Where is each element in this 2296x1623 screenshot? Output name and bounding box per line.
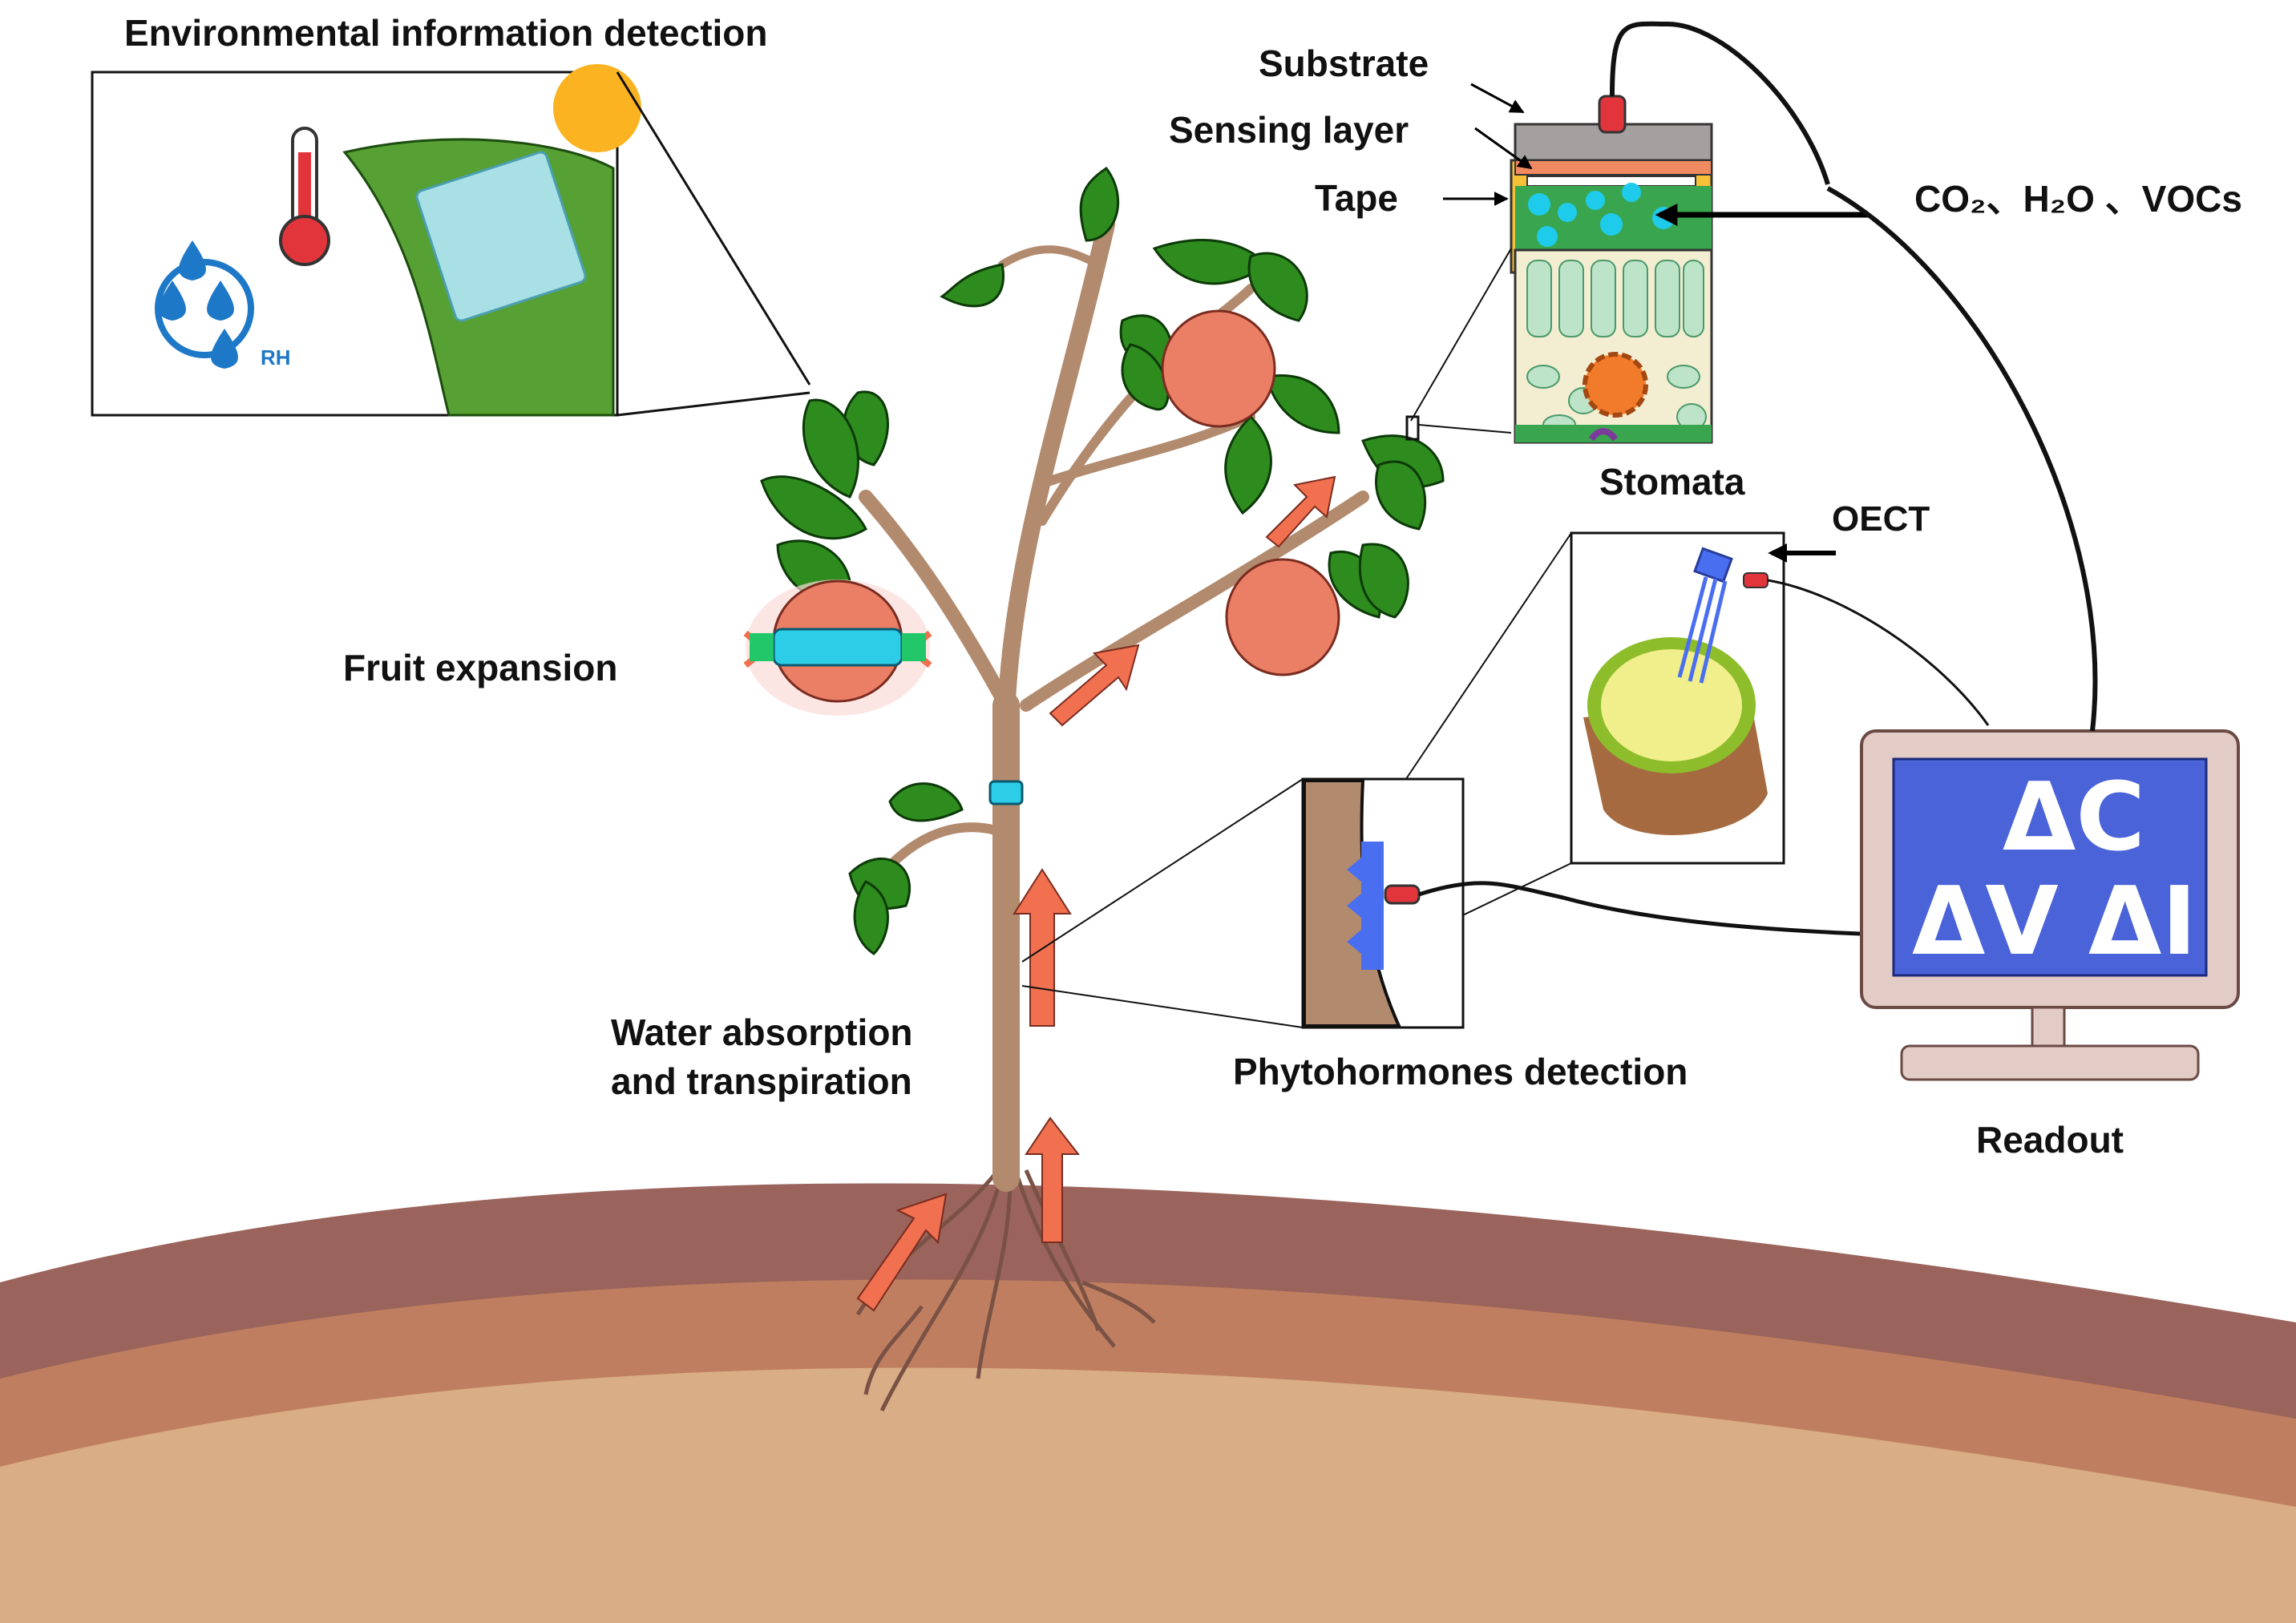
stem-sensor [988, 780, 1024, 805]
sensing-layer-label: Sensing layer [1169, 109, 1409, 151]
delta-c-text: ΔC [2003, 761, 2145, 872]
oect-label: OECT [1832, 499, 1930, 539]
phytohormone-inset [1021, 777, 1861, 1029]
stomata-sensor-stack [1405, 21, 1830, 444]
thermometer-icon [279, 127, 330, 266]
oect-device [1677, 547, 1990, 726]
gas-sensor-probe [1598, 21, 1830, 185]
environment-inset: RH [91, 64, 811, 417]
plant-trunk [859, 216, 1369, 1192]
readout-label: Readout [1976, 1119, 2124, 1161]
rh-label: RH [261, 345, 291, 369]
sun-icon [553, 64, 641, 152]
env-detection-label: Environmental information detection [124, 12, 768, 54]
gases-label: CO₂、H₂O 、VOCs [1914, 178, 2242, 220]
phytohormones-label: Phytohormones detection [1233, 1051, 1688, 1092]
fruits [1161, 309, 1340, 676]
fruit-expansion-sensor [743, 579, 932, 716]
delta-v-text: ΔV [1912, 866, 2059, 976]
plant-leaves [760, 166, 1445, 955]
transpiration-label: and transpiration [611, 1060, 912, 1102]
readout-monitor [1826, 186, 2240, 1081]
tape-label: Tape [1315, 177, 1398, 219]
stomata-label: Stomata [1599, 461, 1745, 503]
stack-label-arrows [1443, 83, 1868, 226]
oect-inset [1390, 531, 1990, 951]
fruit-expansion-label: Fruit expansion [343, 647, 618, 688]
soil [0, 1183, 2296, 1623]
water-absorption-label: Water absorption [611, 1011, 913, 1053]
flow-arrows [856, 475, 1336, 1312]
humidity-icon [155, 240, 254, 369]
delta-i-text: ΔI [2088, 866, 2197, 976]
substrate-label: Substrate [1259, 42, 1429, 84]
